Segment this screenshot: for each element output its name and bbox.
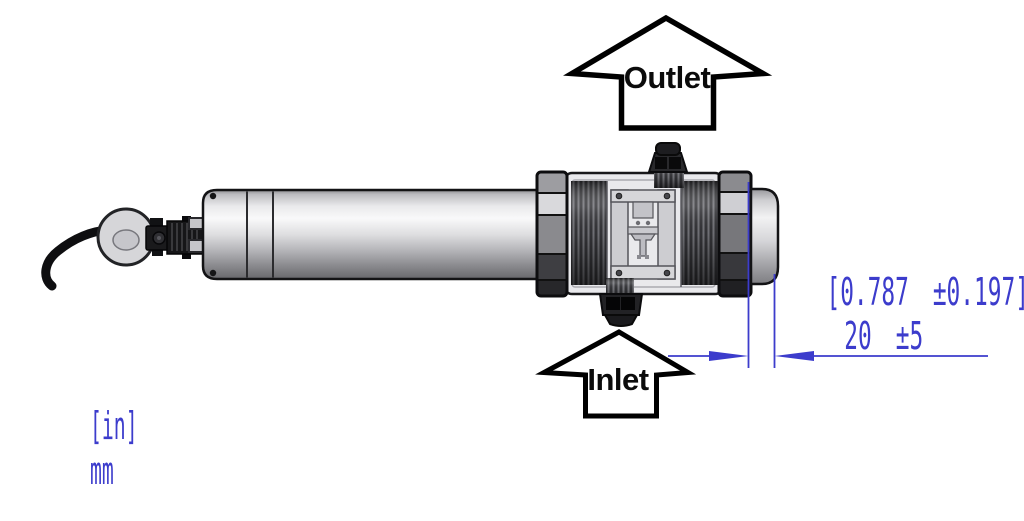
- right-thread-section: [681, 181, 718, 285]
- reactor-housing: [535, 170, 780, 298]
- outlet-port-fitting: [647, 142, 689, 188]
- right-end-cap: [749, 187, 780, 286]
- dimension-arrowhead-left-pointing: [774, 351, 814, 361]
- left-hex-nut: [535, 170, 569, 298]
- cable-connector: [145, 216, 204, 259]
- dimension-annotation: [668, 182, 988, 368]
- units-primary-inches: [in]: [90, 404, 138, 448]
- end-cap-screw: [209, 192, 217, 200]
- right-hex-nut: [717, 170, 753, 298]
- outlet-label: Outlet: [623, 60, 711, 95]
- inlet-flow-arrow-icon: [535, 329, 697, 419]
- end-cap-screw: [209, 269, 217, 277]
- units-secondary-mm: mm: [90, 449, 114, 493]
- left-thread-section: [571, 181, 607, 285]
- inlet-port-fitting: [598, 278, 644, 327]
- inlet-label: Inlet: [587, 362, 649, 397]
- dimension-arrowhead-right-pointing: [709, 351, 749, 361]
- lamp-body-tube: [201, 188, 542, 281]
- outlet-flow-arrow-icon: [562, 14, 773, 131]
- internal-frame: [610, 189, 676, 280]
- dimension-value-mm: 20 ±5: [844, 314, 924, 358]
- dimension-value-inches: [0.787 ±0.197]: [826, 270, 1024, 314]
- cable-grommet-disc: [96, 207, 156, 267]
